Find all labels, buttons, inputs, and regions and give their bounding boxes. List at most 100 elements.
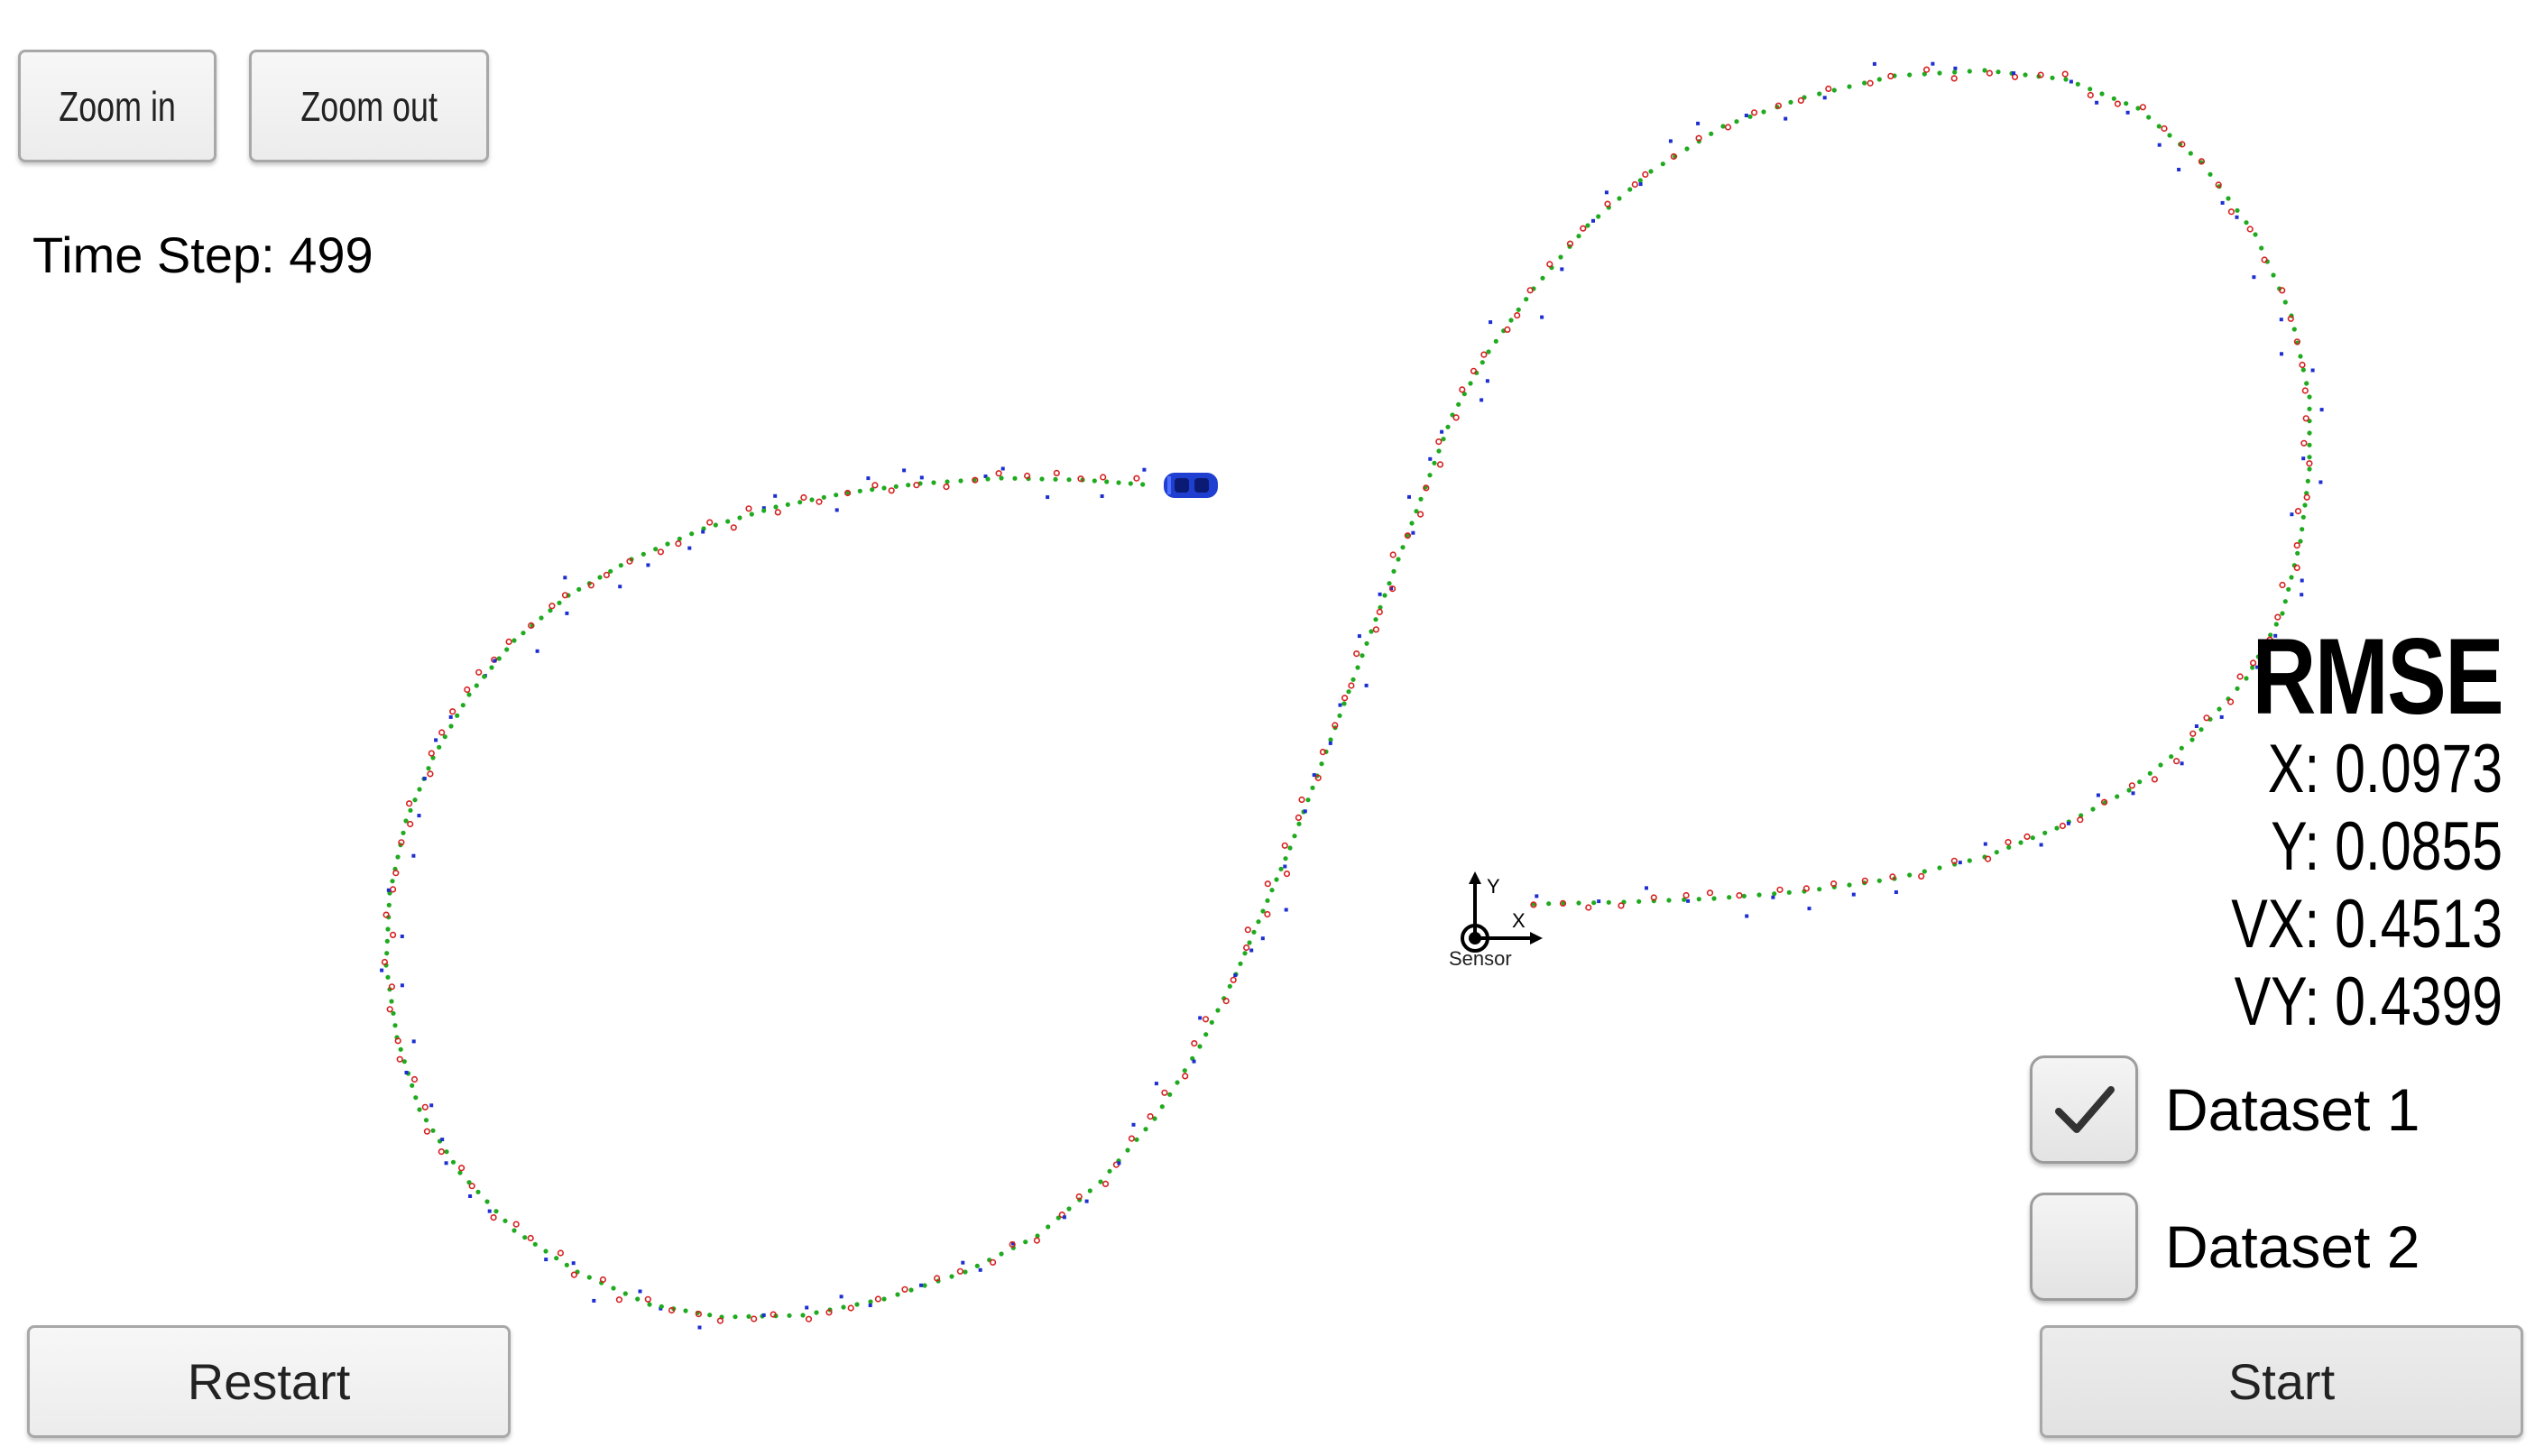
ground-truth-marker xyxy=(2253,232,2258,237)
ground-truth-marker xyxy=(893,484,899,489)
ground-truth-marker xyxy=(437,744,442,750)
ground-truth-marker xyxy=(1558,254,1563,260)
radar-marker xyxy=(2157,143,2162,147)
zoom-out-button[interactable]: Zoom out xyxy=(249,50,489,162)
zoom-out-label: Zoom out xyxy=(300,82,438,130)
ground-truth-marker xyxy=(1922,869,1927,874)
radar-marker xyxy=(1260,936,1265,941)
radar-marker xyxy=(2180,761,2184,766)
lidar-marker xyxy=(668,1306,676,1314)
ground-truth-marker xyxy=(532,1241,538,1247)
dataset-2-checkbox[interactable] xyxy=(2030,1193,2138,1301)
radar-marker xyxy=(1328,741,1332,745)
ground-truth-marker xyxy=(1104,479,1110,484)
car-icon xyxy=(1164,473,1218,498)
ground-truth-marker xyxy=(482,674,487,679)
ground-truth-marker xyxy=(622,1291,628,1296)
ground-truth-marker xyxy=(2217,706,2222,712)
ground-truth-marker xyxy=(2158,762,2163,768)
radar-marker xyxy=(571,1261,576,1266)
radar-marker xyxy=(1312,773,1316,778)
ground-truth-marker xyxy=(1876,878,1882,883)
radar-marker xyxy=(1604,190,1609,195)
ground-truth-marker xyxy=(576,586,582,592)
radar-marker xyxy=(2279,318,2283,322)
ground-truth-marker xyxy=(908,1287,914,1293)
lidar-marker xyxy=(1452,414,1460,421)
radar-marker xyxy=(1540,315,1544,319)
lidar-marker xyxy=(901,1286,908,1293)
lidar-marker xyxy=(1244,926,1251,934)
lidar-marker xyxy=(2261,256,2268,263)
start-button[interactable]: Start xyxy=(2040,1325,2523,1438)
ground-truth-marker xyxy=(442,734,447,740)
ground-truth-marker xyxy=(586,1275,592,1280)
ground-truth-marker xyxy=(493,1209,499,1214)
lidar-marker xyxy=(392,870,400,877)
radar-marker xyxy=(1931,61,1935,66)
radar-marker xyxy=(1485,379,1489,383)
dataset-1-checkbox[interactable] xyxy=(2030,1055,2138,1164)
ground-truth-marker xyxy=(1269,888,1275,893)
ground-truth-marker xyxy=(1682,897,1687,902)
ground-truth-marker xyxy=(689,531,695,537)
ground-truth-marker xyxy=(2291,327,2297,332)
lidar-marker xyxy=(1514,312,1521,319)
lidar-marker xyxy=(423,1128,431,1135)
trajectory-markers xyxy=(380,61,2324,1330)
ground-truth-marker xyxy=(2300,527,2305,532)
lidar-marker xyxy=(2300,439,2308,447)
ground-truth-marker xyxy=(1456,401,1461,407)
radar-marker xyxy=(919,1283,923,1287)
dataset-1-option[interactable]: Dataset 1 xyxy=(2030,1055,2420,1164)
ground-truth-marker xyxy=(2189,737,2195,742)
ground-truth-marker xyxy=(496,656,502,661)
radar-marker xyxy=(592,1298,596,1303)
dataset-2-option[interactable]: Dataset 2 xyxy=(2030,1193,2420,1301)
zoom-in-button[interactable]: Zoom in xyxy=(18,50,217,162)
lidar-marker xyxy=(449,708,456,715)
ground-truth-marker xyxy=(1648,169,1654,174)
ground-truth-marker xyxy=(413,1095,419,1101)
lidar-marker xyxy=(1230,976,1237,983)
ground-truth-marker xyxy=(502,1218,508,1223)
ground-truth-marker xyxy=(1346,689,1351,695)
radar-marker xyxy=(380,968,384,972)
ground-truth-marker xyxy=(2307,394,2312,400)
ground-truth-marker xyxy=(2111,96,2116,101)
lidar-marker xyxy=(695,1310,703,1318)
radar-marker xyxy=(1131,1122,1136,1127)
radar-marker xyxy=(1668,139,1673,143)
radar-marker xyxy=(1597,899,1601,904)
lidar-marker xyxy=(1033,1237,1040,1244)
ground-truth-marker xyxy=(821,494,826,500)
ground-truth-marker xyxy=(1287,845,1293,851)
radar-marker xyxy=(444,1161,448,1166)
lidar-marker xyxy=(1724,124,1732,131)
ground-truth-marker xyxy=(1238,961,1243,966)
lidar-marker xyxy=(1776,886,1784,893)
ground-truth-marker xyxy=(1140,482,1146,487)
ground-truth-marker xyxy=(881,485,887,491)
ground-truth-marker xyxy=(834,493,839,498)
lidar-marker xyxy=(1642,170,1649,178)
ground-truth-marker xyxy=(1436,448,1442,454)
lidar-marker xyxy=(1416,511,1424,518)
ground-truth-marker xyxy=(455,713,460,718)
ground-truth-marker xyxy=(2235,207,2240,213)
lidar-marker xyxy=(2189,730,2197,737)
lidar-marker xyxy=(1950,75,1958,82)
radar-marker xyxy=(400,983,404,988)
radar-marker xyxy=(2096,793,2100,797)
radar-marker xyxy=(1784,116,1788,121)
ground-truth-marker xyxy=(841,1304,846,1310)
ground-truth-marker xyxy=(1350,677,1356,682)
lidar-marker xyxy=(1923,66,1931,73)
lidar-marker xyxy=(2293,564,2300,572)
restart-button[interactable]: Restart xyxy=(27,1325,511,1438)
radar-marker xyxy=(417,814,421,818)
time-step-readout: Time Step: 499 xyxy=(32,226,373,284)
radar-marker xyxy=(2039,843,2043,847)
ground-truth-marker xyxy=(1967,69,1972,74)
